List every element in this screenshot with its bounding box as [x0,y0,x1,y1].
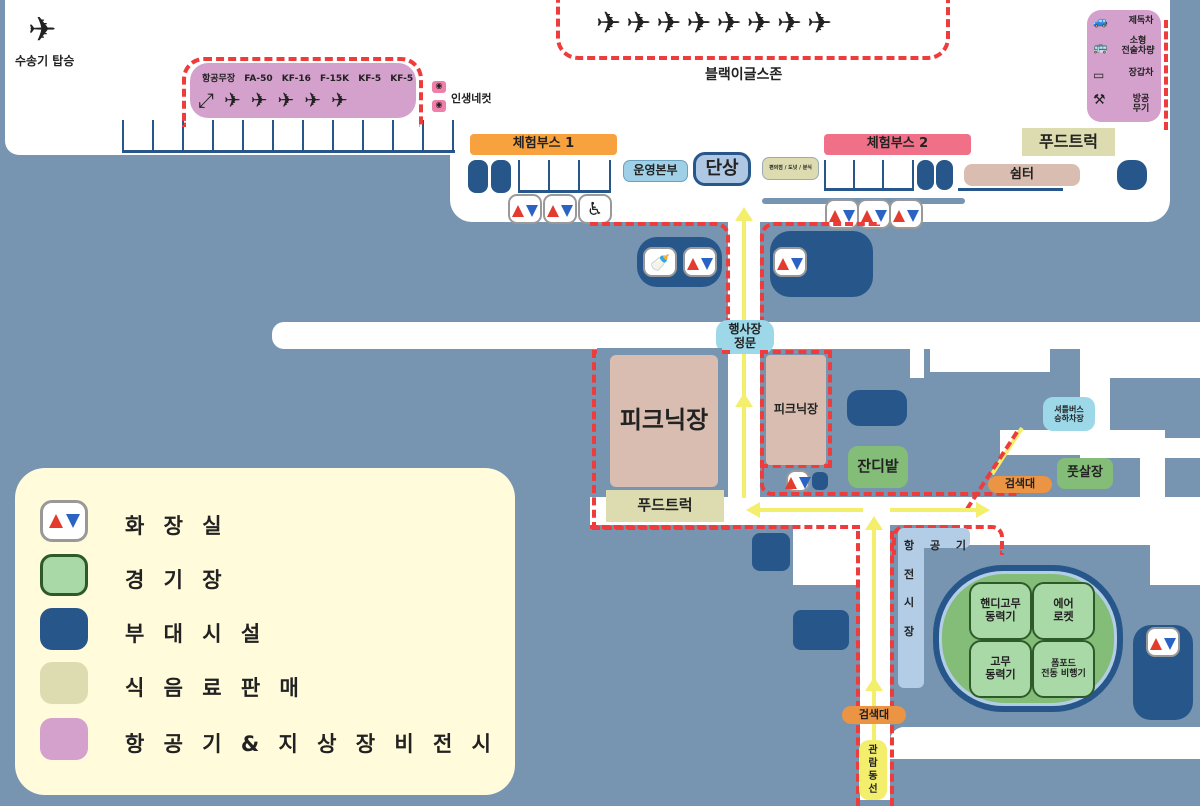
aircraft-label: KF-5 [390,74,414,84]
photo-zone-label: 인생네컷 [451,92,492,105]
field-event[interactable]: 에어 로켓 [1032,582,1095,640]
restroom-icon [683,247,717,277]
field-event[interactable]: 폼포드 전동 비행기 [1032,640,1095,698]
picnic-area-large[interactable]: 피크닉장 [610,355,718,487]
field-event[interactable]: 핸디고무 동력기 [969,582,1032,640]
stage-label[interactable]: 단상 [693,152,751,186]
booth-1-label[interactable]: 체험부스 1 [470,134,617,155]
legend-label: 부 대 시 설 [125,622,267,646]
jet-formation-icons: ✈✈✈✈✈✈✈✈ [596,6,838,41]
equipment-label: 방공 무기 [1132,94,1150,115]
aircraft-label: KF-5 [358,74,382,84]
display-legend-icon [40,718,88,760]
hq-label[interactable]: 운영본부 [623,160,688,182]
aircraft-exhibit-label[interactable]: 항 공 기 전 시 장 [904,539,973,638]
nursing-room-icon: 🍼 [643,247,677,277]
competition-field[interactable]: 핸디고무 동력기 에어 로켓 고무 동력기 폼포드 전동 비행기 [933,565,1123,712]
main-gate-label[interactable]: 행사장 정문 [716,320,774,354]
airplane-icon: ✈ [28,10,57,50]
restroom-icon [1146,627,1180,657]
ground-equipment-panel[interactable]: 🚙 🚌 ▭ ⚒ 제독차 소형 전술차량 장갑차 방공 무기 [1087,10,1161,122]
restroom-icon [508,194,542,224]
camera-icon: ◉ [432,81,446,93]
black-eagles-label: 블랙이글스존 [705,67,783,83]
legend-label: 화 장 실 [125,514,228,538]
field-legend-icon [40,554,88,596]
legend: 화 장 실 경 기 장 부 대 시 설 식 음 료 판 매 항 공 기 & 지 … [15,468,515,795]
aircraft-label: F-15K [320,74,350,84]
road [890,727,1200,759]
aircraft-display-panel[interactable]: 항공무장 FA-50 KF-16 F-15K KF-5 KF-5 ⤢✈✈✈✈✈ [190,63,416,118]
camera-icon: ◉ [432,100,446,112]
restroom-legend-icon [40,500,88,542]
legend-label: 항 공 기 & 지 상 장 비 전 시 [125,732,497,756]
field-event[interactable]: 고무 동력기 [969,640,1032,698]
restroom-icon [543,194,577,224]
legend-label: 식 음 료 판 매 [125,676,305,700]
facility-legend-icon [40,608,88,650]
aircraft-label: 항공무장 [202,74,236,84]
route-arrow [742,218,746,498]
transport-boarding-label: 수송기 탑승 [15,54,75,68]
aircraft-label: KF-16 [281,74,311,84]
shuttle-bus-stop-label[interactable]: 셔틀버스 승하차장 [1043,397,1095,431]
aircraft-display-zone [182,57,423,127]
equipment-label: 소형 전술차량 [1121,36,1155,57]
futsal-label[interactable]: 풋살장 [1057,458,1113,489]
picnic-area-small[interactable]: 피크닉장 [766,355,826,465]
restroom-icon [773,247,807,277]
checkpoint-label-south[interactable]: 검색대 [842,706,906,724]
checkpoint-label[interactable]: 검색대 [988,476,1052,493]
lawn-label[interactable]: 잔디밭 [848,446,908,488]
equipment-label: 장갑차 [1128,68,1154,78]
black-eagles-zone[interactable] [556,0,950,60]
snack-label[interactable]: 편의점 / 도넛 / 분식 [762,157,819,180]
accessible-restroom-icon: ♿ [578,194,612,224]
aircraft-label: FA-50 [244,74,273,84]
food-truck-mid-label[interactable]: 푸드트럭 [606,490,724,522]
shelter-label[interactable]: 쉼터 [964,164,1080,186]
food-truck-top-label[interactable]: 푸드트럭 [1022,128,1115,156]
restroom-icon [889,199,923,229]
legend-label: 경 기 장 [125,568,228,592]
equipment-label: 제독차 [1128,16,1154,26]
viewing-route-label: 관 람 동 선 [859,740,887,800]
aircraft-icons: ⤢✈✈✈✈✈ [198,88,358,112]
food-legend-icon [40,662,88,704]
booth-2-label[interactable]: 체험부스 2 [824,134,971,155]
restroom-icon [785,470,811,492]
